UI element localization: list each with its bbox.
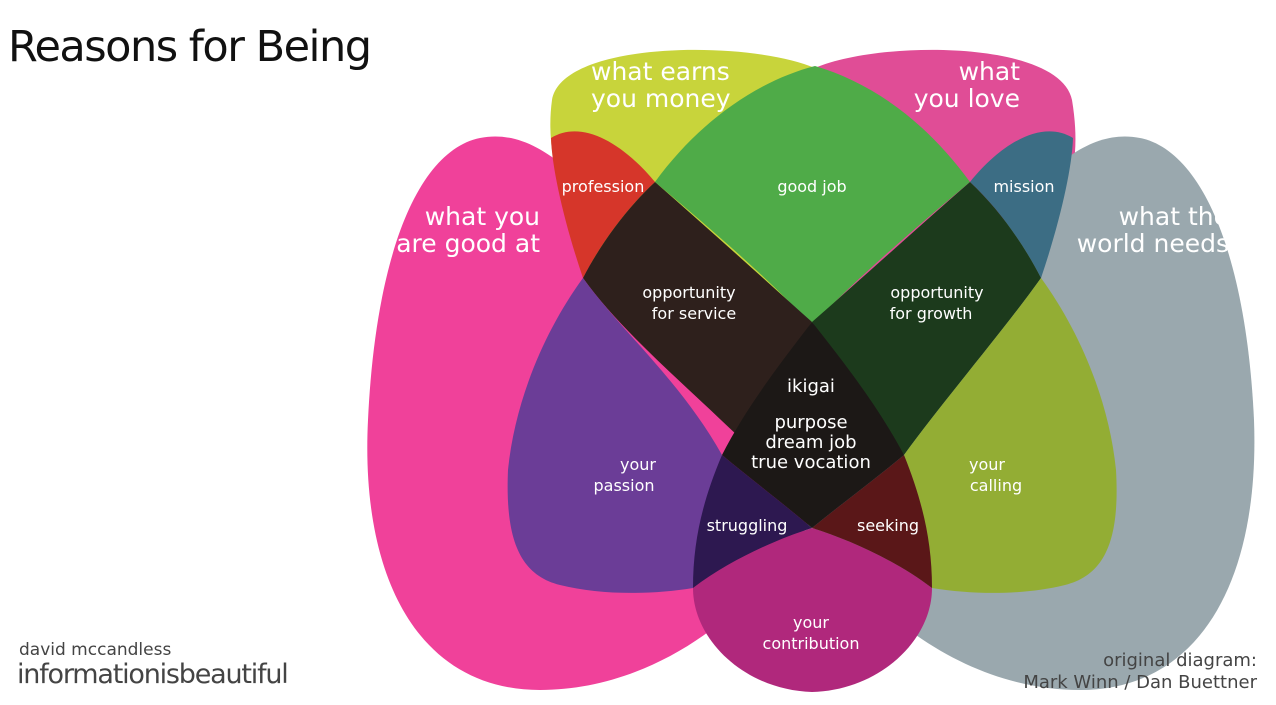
label-passion-line1: your xyxy=(620,455,656,474)
label-calling-line2: calling xyxy=(970,476,1022,495)
label-ikigai: ikigai xyxy=(787,376,835,397)
set-label-money-line1: what earns xyxy=(591,57,730,86)
label-purpose: purpose xyxy=(774,412,847,433)
region-your-contribution xyxy=(693,528,932,692)
region-profession xyxy=(551,131,655,278)
label-opp-growth-line2: for growth xyxy=(890,304,973,323)
region-opportunity-for-growth xyxy=(812,182,1041,455)
region-mission xyxy=(970,131,1073,278)
label-opp-growth-line1: opportunity xyxy=(890,283,983,302)
brand-logo-text: informationisbeautiful xyxy=(17,659,289,690)
label-seeking: seeking xyxy=(857,516,919,535)
region-ikigai-core xyxy=(722,322,904,528)
region-your-passion xyxy=(507,278,722,593)
source-credit: original diagram: Mark Winn / Dan Buettn… xyxy=(1023,650,1257,694)
region-your-calling xyxy=(904,278,1117,593)
label-good-job: good job xyxy=(777,177,846,196)
label-true-vocation: true vocation xyxy=(751,452,871,473)
label-profession: profession xyxy=(562,177,645,196)
author-credit: david mccandless xyxy=(19,640,172,660)
label-struggling: struggling xyxy=(707,516,788,535)
region-seeking xyxy=(812,455,932,588)
region-good-job xyxy=(655,66,970,325)
label-contribution-line1: your xyxy=(793,613,829,632)
label-opp-service-line2: for service xyxy=(652,304,736,323)
set-label-needs-line2: world needs xyxy=(1077,229,1229,258)
region-opportunity-for-service xyxy=(583,182,812,440)
label-calling-line1: your xyxy=(969,455,1005,474)
set-label-love-line2: you love xyxy=(914,84,1020,113)
set-label-needs-line1: what the xyxy=(1119,202,1229,231)
label-dream-job: dream job xyxy=(765,432,856,453)
label-opp-service-line1: opportunity xyxy=(642,283,735,302)
label-mission: mission xyxy=(993,177,1054,196)
set-label-love-line1: what xyxy=(959,57,1021,86)
label-passion-line2: passion xyxy=(593,476,654,495)
label-contribution-line2: contribution xyxy=(763,634,860,653)
set-label-money-line2: you money xyxy=(591,84,731,113)
region-struggling xyxy=(693,455,812,588)
page-title: Reasons for Being xyxy=(8,22,372,72)
set-label-good-at-line1: what you xyxy=(425,202,540,231)
source-credit-line1: original diagram: xyxy=(1103,650,1257,671)
source-credit-line2: Mark Winn / Dan Buettner xyxy=(1023,672,1257,693)
set-label-good-at-line2: are good at xyxy=(396,229,540,258)
